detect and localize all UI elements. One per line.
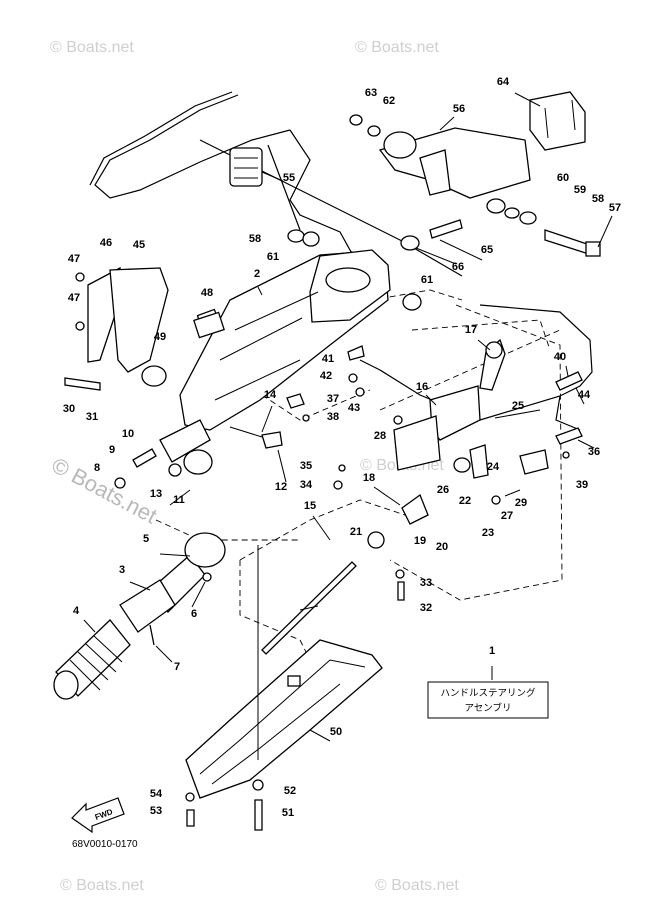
part-number-label: 58 xyxy=(249,233,261,245)
part-number-label: 19 xyxy=(414,535,426,547)
part-number-label: 23 xyxy=(482,527,494,539)
part-number-label: 22 xyxy=(459,495,471,507)
part-number-label: 18 xyxy=(363,472,375,484)
part-number-label: 11 xyxy=(173,494,185,506)
part-number-label: 61 xyxy=(421,274,433,286)
part-number-label: 24 xyxy=(487,461,500,473)
watermark-text: © Boats.net xyxy=(60,877,144,894)
part-number-label: 10 xyxy=(122,428,134,440)
part-number-label: 35 xyxy=(300,460,312,472)
part-number-label: 47 xyxy=(68,253,80,265)
part-number-label: 65 xyxy=(481,244,493,256)
part-number-label: 62 xyxy=(383,95,395,107)
assembly-name-box: ハンドルステアリング アセンブリ xyxy=(427,681,549,719)
part-number-label: 8 xyxy=(94,462,100,474)
part-number-label: 5 xyxy=(143,533,149,545)
part-number-label: 6 xyxy=(191,608,197,620)
part-number-label: 44 xyxy=(578,389,591,401)
part-number-label: 46 xyxy=(100,237,112,249)
part-number-label: 20 xyxy=(436,541,448,553)
part-number-label: 41 xyxy=(322,353,334,365)
part-number-label: 1 xyxy=(489,645,495,657)
part-number-label: 9 xyxy=(109,444,115,456)
part-number-label: 13 xyxy=(150,488,162,500)
part-number-label: 34 xyxy=(300,479,313,491)
part-number-label: 60 xyxy=(557,172,569,184)
part-number-label: 3 xyxy=(119,564,125,576)
part-number-label: 28 xyxy=(374,430,386,442)
part-number-label: 58 xyxy=(592,193,604,205)
part-number-label: 48 xyxy=(201,287,213,299)
part-number-label: 63 xyxy=(365,87,377,99)
part-number-label: 12 xyxy=(275,481,287,493)
fwd-arrow: FWD xyxy=(71,797,125,834)
part-number-label: 66 xyxy=(452,261,464,273)
part-number-label: 26 xyxy=(437,484,449,496)
part-number-label: 51 xyxy=(282,807,294,819)
left-bracket-parts xyxy=(64,266,225,391)
steering-handle-bracket xyxy=(179,249,391,431)
part-number-label: 17 xyxy=(465,324,477,336)
part-number-label: 14 xyxy=(264,389,277,401)
reference-code: 68V0010-0170 xyxy=(72,839,138,850)
part-number-label: 52 xyxy=(284,785,296,797)
part-number-label: 57 xyxy=(609,202,621,214)
bottom-cover-panel xyxy=(185,545,383,831)
watermark-text: © Boats.net xyxy=(355,39,439,56)
part-number-label: 29 xyxy=(515,497,527,509)
watermark-text: © Boats.net xyxy=(50,39,134,56)
part-number-label: 38 xyxy=(327,411,339,423)
watermark-text: © Boats.net xyxy=(48,452,162,528)
small-fasteners xyxy=(229,345,583,601)
part-number-label: 64 xyxy=(497,76,510,88)
part-number-label: 27 xyxy=(501,510,513,522)
part-number-label: 21 xyxy=(350,526,362,538)
bolts-washers xyxy=(287,114,601,311)
part-number-label: 36 xyxy=(588,446,600,458)
part-number-label: 25 xyxy=(512,400,524,412)
part-number-label: 59 xyxy=(574,184,586,196)
leader-lines xyxy=(83,92,613,742)
part-number-label: 42 xyxy=(320,370,332,382)
part-number-label: 43 xyxy=(348,402,360,414)
linkage-rod xyxy=(261,561,357,655)
part-number-label: 49 xyxy=(154,331,166,343)
part-number-label: 31 xyxy=(86,411,98,423)
part-number-label: 2 xyxy=(254,268,260,280)
part-number-label: 32 xyxy=(420,602,432,614)
part-number-label: 54 xyxy=(150,788,163,800)
part-number-label: 61 xyxy=(267,251,279,263)
part-number-label: 7 xyxy=(174,661,180,673)
part-number-label: 56 xyxy=(453,103,465,115)
part-number-label: 55 xyxy=(283,172,295,184)
part-number-label: 53 xyxy=(150,805,162,817)
throttle-lever-mechanism xyxy=(367,338,549,549)
part-number-label: 50 xyxy=(330,726,342,738)
watermark-text: © Boats.net xyxy=(375,877,459,894)
throttle-grip-assembly xyxy=(53,419,226,700)
part-number-label: 39 xyxy=(576,479,588,491)
assembly-name-line1: ハンドルステアリング xyxy=(440,687,536,699)
part-number-label: 47 xyxy=(68,292,80,304)
part-number-label: 40 xyxy=(554,351,566,363)
part-number-label: 16 xyxy=(416,381,428,393)
part-number-label: 37 xyxy=(327,393,339,405)
part-number-label: 45 xyxy=(133,239,145,251)
part-number-label: 15 xyxy=(304,500,316,512)
part-number-label: 4 xyxy=(73,605,80,617)
part-number-label: 30 xyxy=(63,403,75,415)
assembly-name-line2: アセンブリ xyxy=(464,702,511,714)
part-number-label: 33 xyxy=(420,577,432,589)
upper-bracket xyxy=(229,91,586,199)
